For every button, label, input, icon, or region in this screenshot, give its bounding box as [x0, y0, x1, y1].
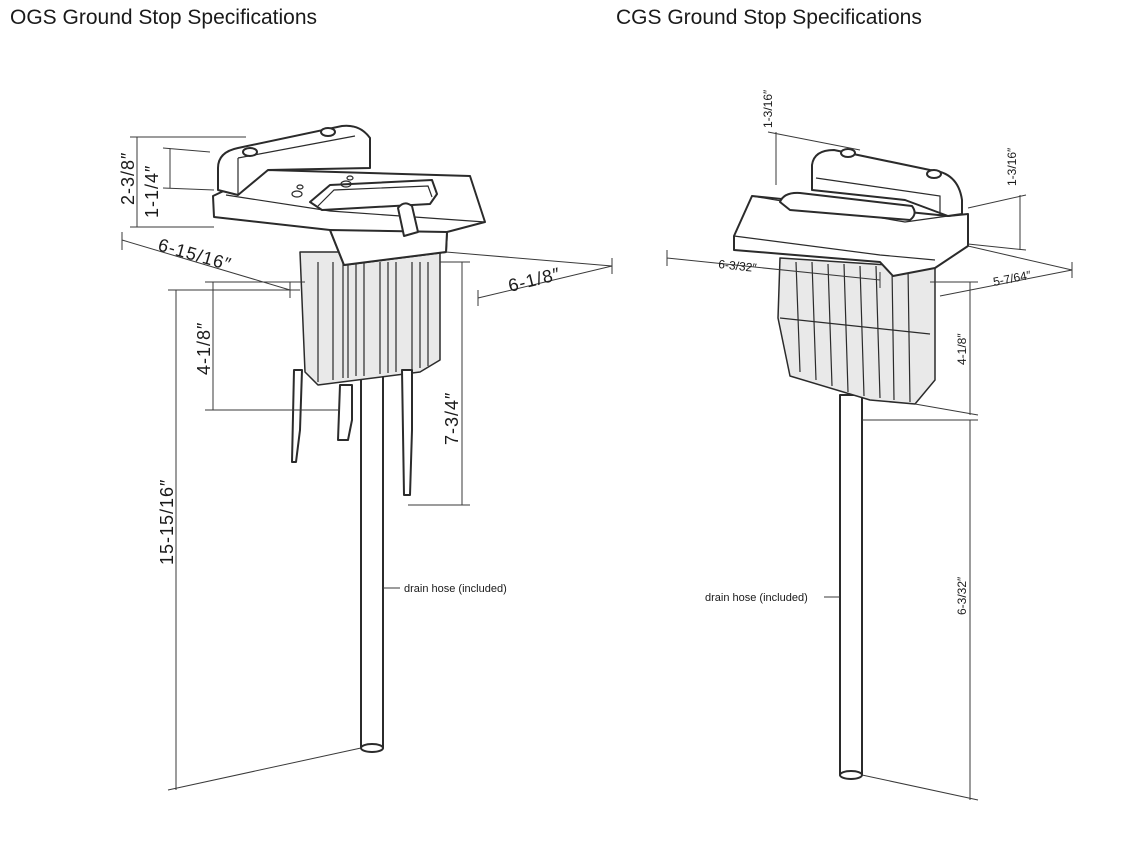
cgs-dimension-lines: [666, 131, 1073, 801]
cgs-drain-hose: [839, 394, 863, 780]
cgs-dim-hose-length: 6-3/32″: [955, 576, 969, 615]
cgs-base-plate: [733, 191, 969, 277]
ogs-title: OGS Ground Stop Specifications: [10, 6, 317, 29]
ogs-unit: 2-3/8″ 1-1/4″ 6-15/16″ 6-1/8″ 4-1/8″ 7-3…: [118, 124, 613, 791]
ogs-dim-width: 6-15/16″: [156, 235, 234, 275]
cgs-dim-left-cap: 1-3/16″: [761, 89, 775, 128]
cgs-dim-width: 6-3/32″: [718, 257, 758, 275]
ogs-basket: [299, 251, 441, 386]
cgs-hose-label: drain hose (included): [705, 592, 808, 604]
cgs-dim-depth: 5-7/64″: [992, 268, 1033, 289]
ogs-hose-label: drain hose (included): [404, 583, 507, 595]
ogs-top-cap: [217, 124, 371, 196]
cgs-dim-basket-height: 4-1/8″: [955, 333, 969, 365]
ogs-dim-depth: 6-1/8″: [506, 264, 563, 296]
ogs-dim-top-height: 2-3/8″: [118, 152, 138, 205]
ogs-dim-cap-height: 1-1/4″: [142, 165, 162, 218]
ogs-dim-basket-height: 4-1/8″: [194, 322, 214, 375]
cgs-hose-callout: drain hose (included): [705, 592, 840, 604]
ogs-base-plate: [212, 169, 486, 266]
ogs-dim-overall-height: 15-15/16″: [157, 479, 177, 565]
cgs-top-cap: [811, 148, 963, 217]
ogs-dimension-lines: [121, 136, 613, 791]
cgs-title: CGS Ground Stop Specifications: [616, 6, 922, 29]
ogs-hose-callout: drain hose (included): [383, 583, 507, 595]
ogs-spikes: [291, 369, 413, 496]
cgs-dim-right-cap: 1-3/16″: [1005, 147, 1019, 186]
cgs-basket: [777, 257, 936, 405]
ogs-dim-spike-height: 7-3/4″: [442, 392, 462, 445]
cgs-unit: 1-3/16″ 1-3/16″ 6-3/32″ 5-7/64″ 4-1/8″ 6…: [666, 89, 1073, 801]
